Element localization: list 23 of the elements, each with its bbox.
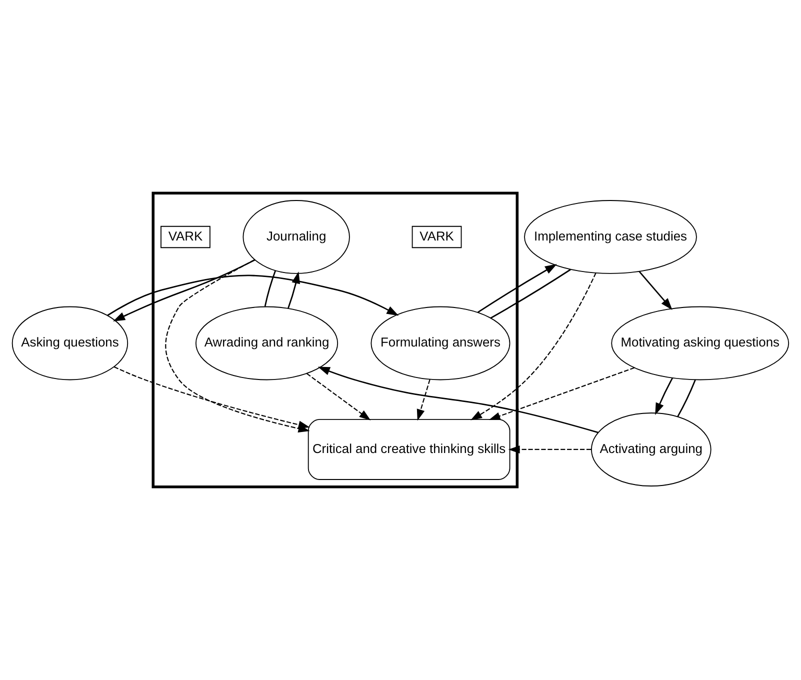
arrow bbox=[113, 259, 256, 322]
arrow bbox=[655, 378, 674, 415]
arrow bbox=[318, 366, 598, 434]
arrow bbox=[488, 367, 635, 420]
arrow bbox=[107, 274, 399, 316]
arrow bbox=[306, 373, 371, 420]
arrow bbox=[288, 272, 300, 308]
node-ellipse: Awrading and ranking bbox=[195, 306, 338, 380]
arrow bbox=[470, 272, 596, 420]
arrow bbox=[477, 264, 557, 313]
node-ellipse: Asking questions bbox=[12, 306, 128, 380]
node-ellipse: Motivating asking questions bbox=[611, 306, 790, 380]
arrow bbox=[508, 445, 592, 454]
connector bbox=[677, 380, 696, 417]
arrow bbox=[638, 271, 672, 310]
arrow bbox=[416, 379, 430, 421]
connector bbox=[264, 270, 276, 307]
node-ellipse: Activating arguing bbox=[590, 412, 712, 486]
node-box: VARK bbox=[412, 226, 462, 248]
node-box: Critical and creative thinking skills bbox=[308, 419, 510, 480]
connector bbox=[490, 268, 571, 319]
node-box: VARK bbox=[160, 226, 210, 248]
node-ellipse: Journaling bbox=[242, 200, 350, 274]
